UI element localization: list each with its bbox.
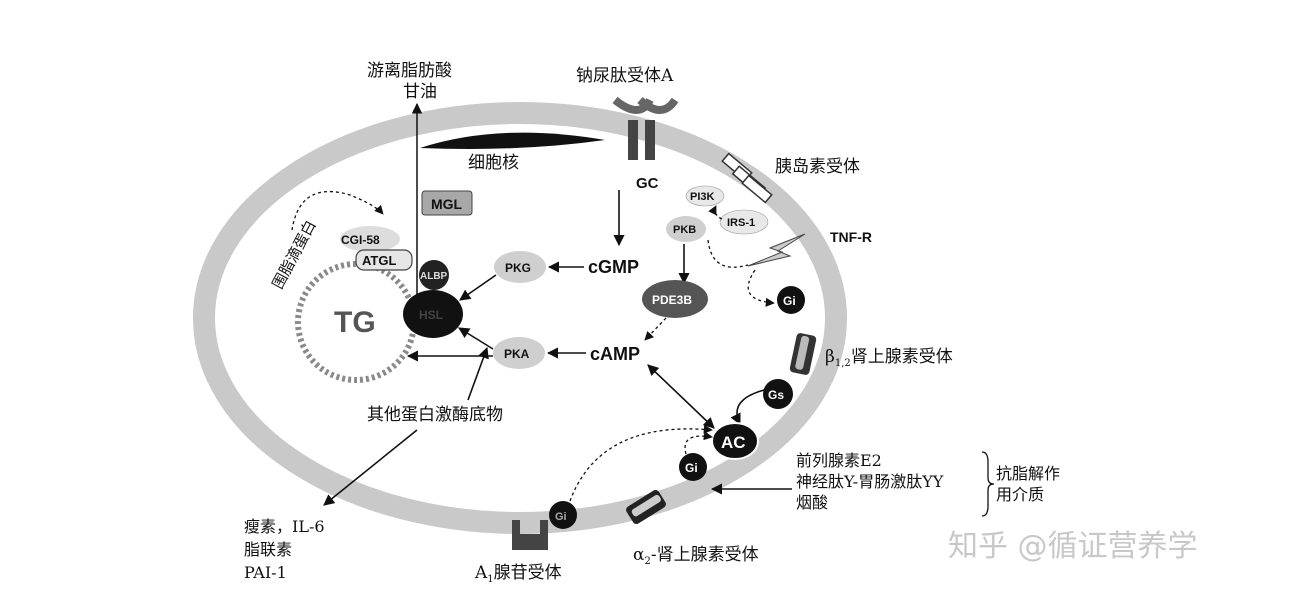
tg-label: TG [334,306,376,339]
leptin-line3: PAI-1 [244,563,287,582]
gi-bottom-label: Gi [555,511,567,523]
albp-node [419,260,449,290]
leptin-line1: 瘦素，IL-6 [244,517,325,536]
beta-sub: 1,2 [835,358,851,369]
pka-node [493,337,545,369]
agents-line1: 前列腺素E2 [796,451,882,470]
gi-mid-node [679,453,707,481]
pkg-label: PKG [505,261,531,275]
pde3b-label: PDE3B [652,293,692,307]
beta-receptor-label: β1,2肾上腺素受体 [825,347,953,369]
alpha-receptor-highlight [631,494,661,517]
mgl-box [421,190,473,216]
nucleus-label: 细胞核 [468,153,519,173]
mgl-label: MGL [431,196,463,212]
perilipin-dashed-arrow [291,190,384,231]
anti-lipolysis-line1: 抗脂解作 [996,464,1060,483]
albp-label: ALBP [420,271,448,282]
hsl-label: HSL [419,308,443,322]
pkg-node [494,251,546,283]
atgl-box [355,249,413,271]
alpha-prefix: α [633,545,645,565]
insulin-receptor-label: 胰岛素受体 [775,157,860,177]
tnfr-lightning-icon [747,233,806,267]
pkg-to-hsl-arrow [459,274,497,301]
a1-receptor-icon [512,520,548,550]
gi-bottom-to-ac-dashed [569,424,713,502]
ffa-label: 游离脂肪酸 [367,61,452,81]
pde3b-to-camp-dashed [644,317,667,341]
irs1-label: IRS-1 [727,217,755,229]
atgl-label: ATGL [362,253,396,268]
camp-label: cAMP [590,344,640,364]
gi-mid-to-ac-dashed [684,431,713,455]
irs1-tnf-dashed [707,239,749,268]
gs-label: Gs [768,388,784,402]
alpha-receptor-label: α2-肾上腺素受体 [633,545,759,567]
ac-node [711,422,759,460]
agents-brace [981,451,995,517]
pde3b-node [642,280,708,318]
ac-camp-arrow [647,364,715,429]
cgmp-label: cGMP [588,257,639,277]
glycerol-label: 甘油 [403,82,437,102]
beta-text: 肾上腺素受体 [851,347,953,367]
substrates-to-adipokines-arrow [323,429,418,506]
npr-receptor-icon [612,96,679,160]
insulin-receptor-icon [721,152,773,204]
watermark: 知乎 @循证营养学 [948,529,1198,564]
perilipin-label: 围脂滴蛋白 [269,217,320,292]
pkb-label: PKB [673,224,696,236]
pka-to-hsl-arrow [458,327,494,350]
pi3k-label: PI3K [690,191,715,203]
a1-text: 腺苷受体 [494,563,562,583]
a1-prefix: A [474,563,488,583]
beta-prefix: β [825,347,835,367]
pi3k-node [685,185,725,207]
gs-to-ac-arrow [730,389,765,426]
gi-mid-label: Gi [685,461,698,475]
irs1-node [719,209,769,235]
a1-sub: 1 [487,574,493,585]
a1-receptor-label: A1腺苷受体 [474,563,562,585]
agents-line3: 烟酸 [796,493,828,512]
pka-label: PKA [504,347,530,361]
agents-line2: 神经肽Y-胃肠激肽YY [796,472,944,491]
alpha-text: -肾上腺素受体 [651,545,759,565]
other-substrates-label: 其他蛋白激酶底物 [367,405,503,425]
tnf-to-gi-dashed [747,269,775,307]
pkb-node [666,216,706,242]
gi-top-node [777,286,805,314]
hsl-node [403,290,463,338]
leptin-line2: 脂联素 [244,540,292,559]
substrates-to-hsl-arrow [467,346,489,401]
gc-label: GC [636,175,659,192]
alpha-sub: 2 [644,556,650,567]
cgi58-label: CGI-58 [341,233,380,247]
cgi58-shape [340,226,400,252]
nucleus-shape [420,132,605,149]
ac-label: AC [721,433,746,452]
gi-top-label: Gi [783,294,796,308]
npr-label: 钠尿肽受体A [576,66,674,86]
gi-bottom-node [549,501,577,529]
tnfr-label: TNF-R [830,229,872,245]
irs1-to-pi3k-dashed [708,205,723,220]
anti-lipolysis-line2: 用介质 [996,485,1044,504]
gs-node [763,379,793,409]
beta-receptor-highlight [795,335,810,370]
